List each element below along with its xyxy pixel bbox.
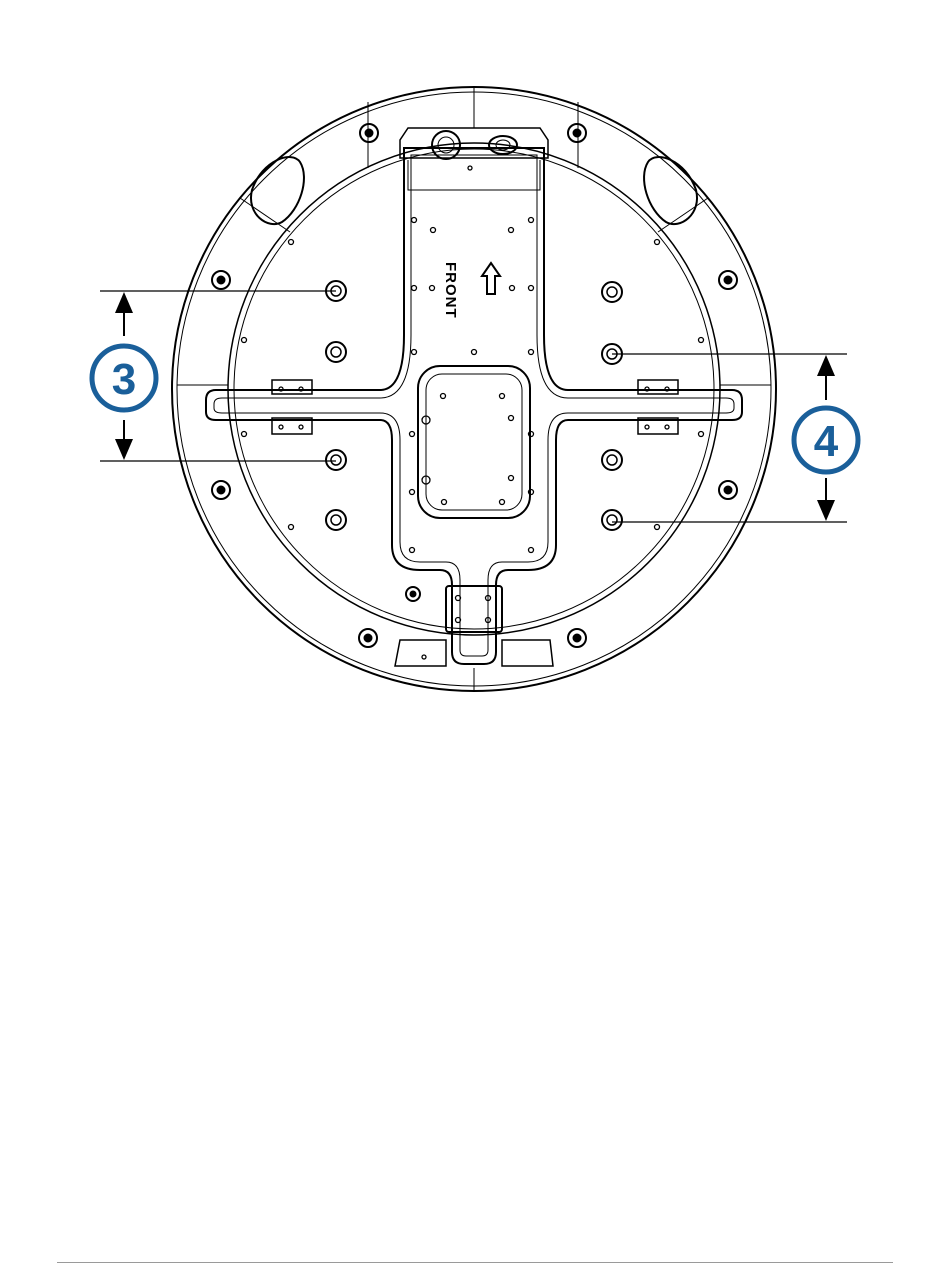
left-handle-cutout	[251, 157, 304, 224]
bottom-bracket	[446, 586, 502, 632]
callout-3: 3	[92, 346, 156, 410]
arrow-down-icon	[115, 439, 133, 460]
center-pocket	[418, 366, 530, 518]
rim-screw	[719, 481, 737, 499]
rim-screws	[212, 124, 737, 647]
cross-channel	[206, 128, 742, 666]
rim-screw	[360, 124, 378, 142]
callout-number-4: 4	[814, 417, 839, 466]
rim-screw	[359, 629, 377, 647]
front-arrow-icon	[482, 263, 500, 294]
rim-screw	[568, 629, 586, 647]
mounting-hole	[326, 450, 346, 470]
handle-cutouts	[251, 157, 697, 224]
rim-screw	[406, 587, 420, 601]
mounting-hole	[602, 282, 622, 302]
front-label: FRONT	[442, 262, 459, 319]
callout-4: 4	[794, 408, 858, 472]
mounting-hole	[326, 342, 346, 362]
callout-number-3: 3	[112, 355, 136, 404]
arrow-up-icon	[115, 292, 133, 313]
right-handle-cutout	[644, 157, 697, 224]
footer-rule	[57, 1262, 893, 1263]
mounting-hole	[602, 510, 622, 530]
rim-screw	[719, 271, 737, 289]
mounting-hole	[602, 450, 622, 470]
arrow-down-icon	[817, 500, 835, 521]
rim-screw	[212, 481, 230, 499]
bottom-tab	[395, 640, 553, 666]
arrow-up-icon	[817, 355, 835, 376]
left-bracket-top	[272, 380, 312, 394]
rim-screw	[568, 124, 586, 142]
rim-screw	[212, 271, 230, 289]
right-bracket-top	[638, 380, 678, 394]
channel-inner-outline	[214, 155, 734, 656]
mounting-holes	[326, 281, 622, 530]
mounting-hole	[326, 510, 346, 530]
